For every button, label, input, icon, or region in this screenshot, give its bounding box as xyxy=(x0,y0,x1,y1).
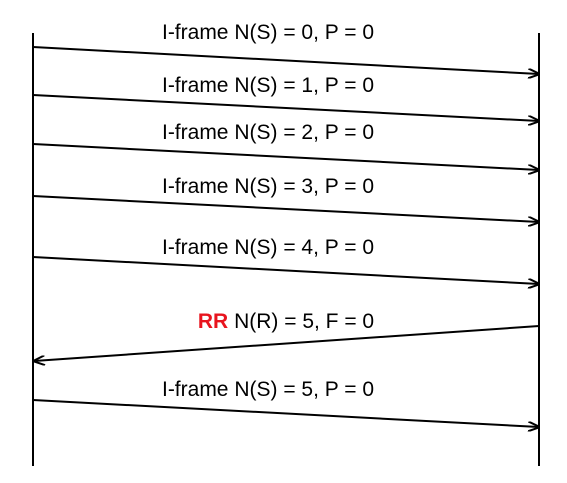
message-1-label: I-frame N(S) = 1, P = 0 xyxy=(162,74,374,97)
message-3-arrow xyxy=(32,195,539,222)
message-0-arrow xyxy=(32,46,539,74)
message-4: I-frame N(S) = 4, P = 0 xyxy=(32,236,539,284)
message-1: I-frame N(S) = 1, P = 0 xyxy=(32,74,539,121)
message-2: I-frame N(S) = 2, P = 0 xyxy=(32,121,539,170)
message-4-arrow xyxy=(32,256,539,284)
message-6-label: I-frame N(S) = 5, P = 0 xyxy=(162,378,374,401)
message-2-label: I-frame N(S) = 2, P = 0 xyxy=(162,121,374,144)
message-2-arrow xyxy=(32,143,539,170)
message-3: I-frame N(S) = 3, P = 0 xyxy=(32,175,539,222)
message-5-text: N(R) = 5, F = 0 xyxy=(228,310,374,333)
frame-type-rr: RR xyxy=(198,310,228,333)
message-6-arrow xyxy=(32,399,539,427)
message-5-arrow xyxy=(34,325,540,361)
message-1-arrow xyxy=(32,94,539,121)
message-3-label: I-frame N(S) = 3, P = 0 xyxy=(162,175,374,198)
message-0: I-frame N(S) = 0, P = 0 xyxy=(32,21,539,74)
message-4-label: I-frame N(S) = 4, P = 0 xyxy=(162,236,374,259)
message-5: RR N(R) = 5, F = 0 xyxy=(34,310,540,361)
message-0-label: I-frame N(S) = 0, P = 0 xyxy=(162,21,374,44)
message-5-label: RR N(R) = 5, F = 0 xyxy=(198,310,374,333)
message-6: I-frame N(S) = 5, P = 0 xyxy=(32,378,539,427)
